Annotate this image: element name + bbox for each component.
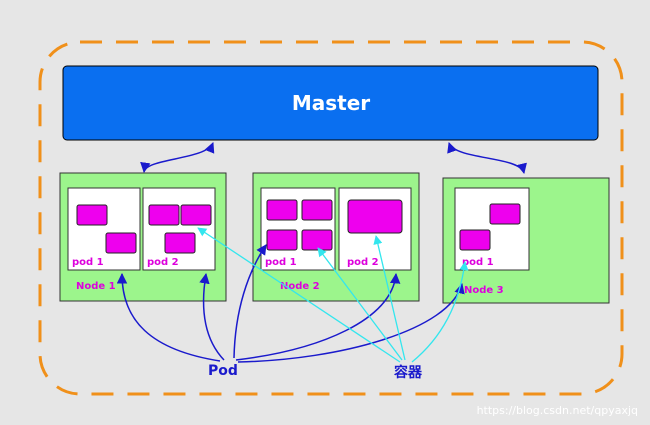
pod-arrows	[116, 244, 465, 363]
node-1-pod-2: pod 2	[142, 187, 216, 271]
container	[148, 204, 180, 226]
pod-arrow	[233, 244, 267, 359]
container	[164, 232, 196, 254]
master-box: Master	[62, 65, 599, 141]
container	[347, 199, 403, 234]
container	[266, 229, 298, 251]
container-arrows	[197, 227, 469, 363]
pod-arrow	[116, 272, 221, 362]
pod-label: pod 2	[147, 257, 179, 268]
node-1: pod 1 pod 2 Node 1	[59, 172, 227, 302]
pod-legend-label: Pod	[208, 363, 238, 379]
pod-label: pod 1	[72, 257, 104, 268]
container	[489, 203, 521, 225]
master-node1-link	[140, 142, 215, 174]
container	[301, 229, 333, 251]
container-legend-label: 容器	[393, 364, 423, 381]
node-1-pod-1: pod 1	[67, 187, 141, 271]
master-node-links	[140, 142, 527, 175]
cluster-boundary	[38, 40, 624, 396]
node-2: pod 1 pod 2 Node 2	[252, 172, 420, 302]
pod-label: pod 1	[265, 257, 297, 268]
pod-arrow	[199, 272, 225, 361]
pod-label: pod 2	[347, 257, 379, 268]
node-2-pod-2: pod 2	[338, 187, 412, 271]
container-arrow	[373, 235, 406, 361]
container	[105, 232, 137, 254]
watermark-text: https://blog.csdn.net/qpyaxjq	[477, 404, 638, 417]
node-3-pod-1: pod 1	[454, 187, 530, 271]
pod-arrow	[235, 272, 401, 361]
node-label: Node 1	[76, 281, 116, 292]
container	[266, 199, 298, 221]
pod-arrow	[237, 282, 465, 363]
master-node3-link	[447, 142, 527, 175]
node-3: pod 1 Node 3	[442, 177, 610, 304]
container-arrow	[411, 261, 469, 363]
container	[180, 204, 212, 226]
container	[301, 199, 333, 221]
container	[459, 229, 491, 251]
container	[76, 204, 108, 226]
node-label: Node 3	[464, 285, 504, 296]
node-2-pod-1: pod 1	[260, 187, 336, 271]
node-label: Node 2	[280, 281, 320, 292]
pod-label: pod 1	[462, 257, 494, 268]
container-arrow	[197, 227, 401, 363]
container-arrow	[317, 247, 403, 361]
master-label: Master	[292, 91, 370, 115]
